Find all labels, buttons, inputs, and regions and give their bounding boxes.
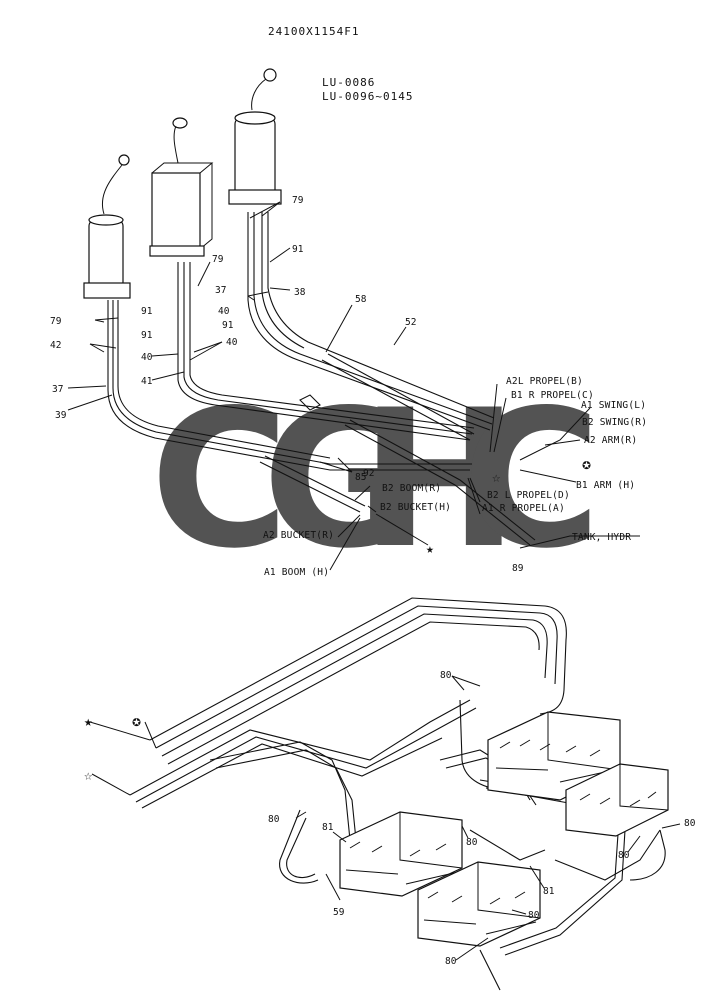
model-range-1: LU-0086 [322,76,375,89]
callout-81-right: 81 [543,886,555,897]
callout-40-left: 40 [141,352,153,363]
label-a1-r-propel-a: A1 R PROPEL(A) [482,503,565,514]
callout-39: 39 [55,410,67,421]
model-range-2: LU-0096~0145 [322,90,413,103]
label-a1-swing-l: A1 SWING(L) [581,400,646,411]
callout-80-bottom: 80 [445,956,457,967]
label-b1-r-propel-c: B1 R PROPEL(C) [511,390,594,401]
star-outline-lower: ☆ [84,768,93,784]
control-valve-lower-left [339,811,463,897]
callout-81-left: 81 [322,822,334,833]
star-filled-upper: ★ [426,542,434,557]
label-a2-arm-r: A2 ARM(R) [584,435,637,446]
label-b2-swing-r: B2 SWING(R) [582,417,647,428]
label-tank-hydr: TANK, HYDR [572,532,631,543]
callout-89: 89 [512,563,524,574]
star-circled-lower: ✪ [132,712,141,730]
label-b1-arm-h: B1 ARM (H) [576,480,635,491]
callout-59: 59 [333,907,345,918]
watermark: C G H C [150,369,601,590]
callout-58: 58 [355,294,367,305]
callout-80-left: 80 [268,814,280,825]
callout-91-center: 91 [141,306,153,317]
callout-37-upper: 37 [215,285,226,296]
label-a2l-propel-b: A2L PROPEL(B) [506,376,583,387]
label-b2-bucket-h: B2 BUCKET(H) [380,502,451,513]
star-circled-upper: ✪ [582,455,591,473]
upper-hose-bundle [107,212,536,546]
watermark-letter-2: G [262,369,418,590]
callout-40-mid: 40 [226,337,238,348]
control-valve-lower-center [417,861,541,947]
label-b2-l-propel-d: B2 L PROPEL(D) [487,490,570,501]
callout-79-upper-right: 79 [292,195,304,206]
callout-80-right-lower: 80 [618,850,630,861]
callout-80-mid: 80 [466,837,478,848]
lower-leader-lines [89,675,681,961]
star-filled-lower: ★ [84,714,93,730]
callout-80-center: 80 [528,910,540,921]
callout-79-left: 79 [50,316,62,327]
callout-38: 38 [294,287,306,298]
callout-79-center: 79 [212,254,224,265]
upper-leader-lines [67,201,640,571]
star-outline-upper: ☆ [492,470,501,486]
label-a1-boom-h: A1 BOOM (H) [264,567,329,578]
callout-42: 42 [50,340,61,351]
watermark-letter-3: H [360,369,519,590]
callout-52: 52 [405,317,416,328]
label-a2-bucket-r: A2 BUCKET(R) [263,530,334,541]
callout-91-left: 91 [141,330,153,341]
callout-92: 92 [363,468,374,479]
callout-85: 85 [355,472,366,483]
callout-80-top: 80 [440,670,452,681]
callout-41: 41 [141,376,153,387]
pilot-valve-center [149,117,214,257]
watermark-letter-1: C [150,369,289,590]
callout-91-right: 91 [292,244,304,255]
callout-91-mid: 91 [222,320,234,331]
control-valve-far-right [565,763,669,837]
callout-80-right: 80 [684,818,696,829]
drawing-number: 24100X1154F1 [268,25,359,38]
pilot-valve-left [83,154,131,299]
callout-40-upper: 40 [218,306,230,317]
label-b2-boom-r: B2 BOOM(R) [382,483,441,494]
callout-37-lower: 37 [52,384,63,395]
watermark-letter-4: C [462,369,601,590]
pilot-valve-right [228,68,282,205]
